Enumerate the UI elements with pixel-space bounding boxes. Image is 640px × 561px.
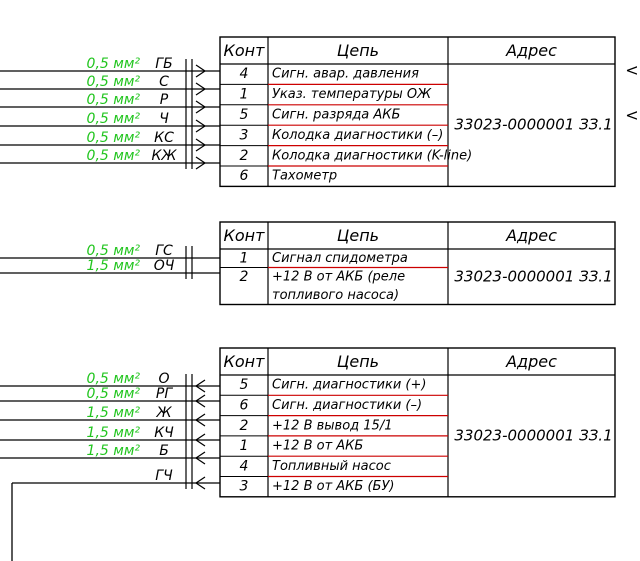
wire-section-label: 0,5 мм² [87,74,141,90]
connector-block-2: Конт Цепь Адрес 1 Сигнал спидометра 2 +12 В от… [0,221,616,306]
header-address: Адрес [505,41,557,60]
header-address: Адрес [505,226,557,245]
wire-section-label: 0,5 мм² [87,243,141,259]
wire-color-code: КЧ [154,425,174,441]
circuit-name: Сигн. авар. давления [272,67,419,82]
pin-number: 3 [240,127,249,143]
arrow-left-icon [194,476,206,490]
circuit-name: Топливный насос [272,459,391,474]
wire-section-label: 0,5 мм² [87,130,141,146]
header-contact: Конт [224,41,266,60]
arrow-left-icon [194,433,206,447]
pin-number: 3 [240,479,249,495]
wire-section-label: 1,5 мм² [87,425,141,441]
side-chevron-icon: < [625,61,638,80]
arrow-right-icon [195,82,207,96]
wire-section-label: 0,5 мм² [87,148,141,164]
wire-color-code: ГС [155,243,173,259]
pin-number: 4 [240,458,249,474]
connector-block-1: Конт Цепь Адрес 4 Сигн. авар. давления 1 Указ.… [0,36,639,188]
pin-number: 5 [240,377,249,393]
wire-section-label: 1,5 мм² [87,405,141,421]
arrow-right-icon [195,156,207,170]
wire-color-code: Ч [159,111,169,127]
header-circuit: Цепь [337,352,379,371]
connector-address: 33023-0000001 ЗЗ.1 [454,267,612,285]
pin-number: 1 [240,250,249,266]
wire-section-label: 0,5 мм² [87,371,141,387]
wire-section-label: 0,5 мм² [87,56,141,72]
pin-number: 4 [240,66,249,82]
connector-table-frame [219,36,616,188]
pin-number: 6 [240,168,249,184]
header-contact: Конт [224,352,266,371]
connector-table-frame [219,347,616,498]
wire-color-code: ГБ [155,56,172,72]
side-chevron-icon: < [625,106,638,125]
wire-color-code: ГЧ [155,468,173,484]
circuit-name: Сигнал спидометра [272,251,408,266]
connector-address: 33023-0000001 ЗЗ.1 [454,426,612,444]
arrow-left-icon [194,451,206,465]
pin-number: 2 [240,148,249,164]
circuit-name: +12 В вывод 15/1 [272,418,392,433]
pin-number: 1 [240,438,249,454]
circuit-name: Сигн. разряда АКБ [272,108,401,123]
circuit-name: Сигн. диагностики (+) [272,378,426,393]
arrow-left-icon [194,379,206,393]
arrow-left-icon [194,413,206,427]
header-circuit: Цепь [337,41,379,60]
header-circuit: Цепь [337,226,379,245]
pin-number: 5 [240,107,249,123]
wire-color-code: КС [154,130,174,146]
circuit-name: Колодка диагностики (–) [272,128,443,143]
pin-number: 6 [240,397,249,413]
pin-number: 1 [240,87,249,103]
arrow-right-icon [195,119,207,133]
circuit-name: Тахометр [272,169,337,184]
wire-section-label: 0,5 мм² [87,386,141,402]
pin-number: 2 [240,418,249,434]
wire-color-code: Р [160,92,169,108]
arrow-left-icon [194,394,206,408]
arrow-right-icon [195,100,207,114]
wire-section-label: 0,5 мм² [87,92,141,108]
wire-color-code: КЖ [151,148,177,164]
connector-block-3: Конт Цепь Адрес 5 Сигн. диагностики (+) 6 Сигн… [0,347,616,561]
circuit-name: +12 В от АКБ [272,439,363,454]
wire-color-code: О [158,371,169,387]
circuit-name: Колодка диагностики (K-line) [272,148,472,163]
wire-section-label: 1,5 мм² [87,258,141,274]
arrow-right-icon [195,138,207,152]
wire-section-label: 0,5 мм² [87,111,141,127]
wire-color-code: Б [159,443,169,459]
arrow-right-icon [195,64,207,78]
circuit-name: Сигн. диагностики (–) [272,398,422,413]
pin-number: 2 [240,269,249,285]
wire-color-code: С [159,74,169,90]
wire-color-code: ОЧ [154,258,175,274]
header-contact: Конт [224,226,266,245]
circuit-name: +12 В от АКБ (реле [272,269,405,284]
circuit-name: +12 В от АКБ (БУ) [272,479,394,494]
connector-address: 33023-0000001 ЗЗ.1 [454,116,612,134]
header-address: Адрес [505,352,557,371]
wire-section-label: 1,5 мм² [87,443,141,459]
connector-table-frame [219,221,616,306]
circuit-name: топливого насоса) [272,288,399,303]
circuit-name: Указ. температуры ОЖ [272,87,432,102]
wire-color-code: РГ [156,386,173,402]
wire-color-code: Ж [155,405,172,421]
